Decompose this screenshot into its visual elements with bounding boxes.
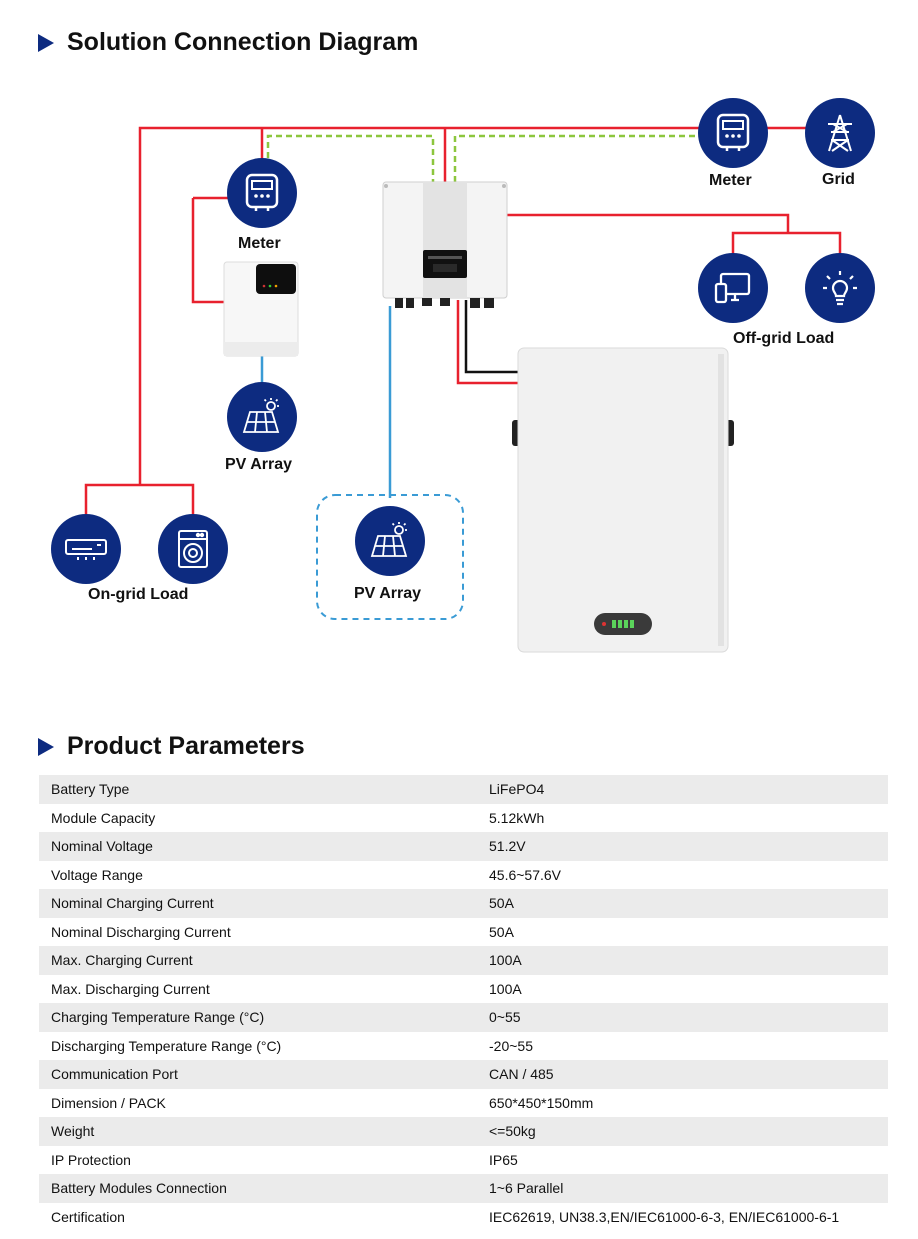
table-row: Module Capacity 5.12kWh (39, 804, 888, 833)
table-row: Weight<=50kg (39, 1117, 888, 1146)
ac-line-main (138, 126, 868, 485)
param-name: Max. Charging Current (39, 946, 489, 975)
wiring-lines (84, 126, 868, 653)
connection-diagram: Meter Meter Grid Off-grid Load PV Array … (0, 70, 918, 670)
param-value: 1~6 Parallel (489, 1174, 888, 1203)
param-name: Dimension / PACK (51, 1094, 166, 1111)
param-name: Battery Modules Connection (39, 1174, 489, 1203)
param-value: 100A (489, 946, 888, 975)
param-value: IEC62619, UN38.3,EN/IEC61000-6-3, EN/IEC… (489, 1208, 840, 1225)
param-value: 51.2V (489, 832, 888, 861)
param-value: 50A (489, 923, 514, 940)
param-value: 0~55 (489, 1003, 888, 1032)
ac-line-offgrid (731, 231, 842, 258)
ac-line-ongrid (84, 483, 195, 514)
solar-panel-center-icon (355, 506, 425, 576)
washing-machine-icon (158, 514, 228, 584)
param-value: -20~55 (489, 1037, 533, 1054)
battery-pack (512, 347, 734, 653)
param-value: IP65 (489, 1151, 518, 1168)
table-row: Dimension / PACK 650*450*150mm (39, 1089, 888, 1118)
grid-label: Grid (822, 171, 855, 188)
param-name: Battery Type (39, 775, 489, 804)
ongrid-load-label: On-grid Load (88, 586, 189, 603)
param-name: Module Capacity (51, 809, 156, 826)
solar-panel-left-icon (227, 382, 297, 452)
pv-array-left-label: PV Array (225, 456, 292, 473)
diagram-section-title: Solution Connection Diagram (38, 28, 418, 57)
comm-line-left (266, 134, 435, 182)
triangle-bullet-icon (38, 737, 54, 756)
param-name: Max. Discharging Current (51, 980, 210, 997)
param-value: 50A (489, 889, 888, 918)
table-row: Certification IEC62619, UN38.3,EN/IEC6100… (39, 1203, 888, 1232)
param-name: Weight (39, 1117, 489, 1146)
triangle-bullet-icon (38, 33, 54, 52)
param-name: Nominal Charging Current (39, 889, 489, 918)
table-row: IP Protection IP65 (39, 1146, 888, 1175)
lightbulb-icon (805, 253, 875, 323)
params-section-title: Product Parameters (38, 732, 305, 761)
param-name: Voltage Range (51, 866, 143, 883)
diagram-title-text: Solution Connection Diagram (67, 28, 419, 56)
monitor-icon (698, 253, 768, 323)
dc-red-line (456, 300, 518, 385)
param-value: 45.6~57.6V (489, 866, 562, 883)
meter-left-icon (227, 158, 297, 228)
comm-line-right (453, 134, 715, 182)
param-value: 5.12kWh (489, 809, 545, 826)
param-name: Charging Temperature Range (°C) (39, 1003, 489, 1032)
param-name: Certification (51, 1208, 125, 1225)
param-name: Discharging Temperature Range (°C) (51, 1037, 282, 1054)
table-row: Nominal Discharging Current 50A (39, 918, 888, 947)
hybrid-inverter (223, 261, 299, 357)
air-conditioner-icon (51, 514, 121, 584)
ac-line-offgrid-feed (487, 185, 790, 233)
table-row: Max. Discharging Current 100A (39, 975, 888, 1004)
pv-dashed-box (316, 494, 464, 620)
param-name: Communication Port (39, 1060, 489, 1089)
pv-array-center-label: PV Array (354, 585, 421, 602)
param-name: Nominal Discharging Current (51, 923, 231, 940)
param-value: <=50kg (489, 1117, 888, 1146)
param-value: LiFePO4 (489, 775, 888, 804)
param-value: 100A (489, 980, 522, 997)
param-value: CAN / 485 (489, 1060, 888, 1089)
meter-right-icon (698, 98, 768, 168)
table-row: Discharging Temperature Range (°C) -20~55 (39, 1032, 888, 1061)
ac-line-meter-hybrid (191, 196, 228, 304)
meter-right-label: Meter (709, 172, 752, 189)
params-title-text: Product Parameters (67, 732, 305, 760)
table-row: Voltage Range 45.6~57.6V (39, 861, 888, 890)
param-name: Nominal Voltage (39, 832, 489, 861)
dc-black-line (464, 300, 518, 374)
table-row: Charging Temperature Range (°C)0~55 (39, 1003, 888, 1032)
param-name: IP Protection (51, 1151, 131, 1168)
inverter (382, 181, 508, 308)
offgrid-load-label: Off-grid Load (733, 330, 835, 347)
param-value: 650*450*150mm (489, 1094, 594, 1111)
meter-left-label: Meter (238, 235, 281, 252)
grid-tower-icon (805, 98, 875, 168)
